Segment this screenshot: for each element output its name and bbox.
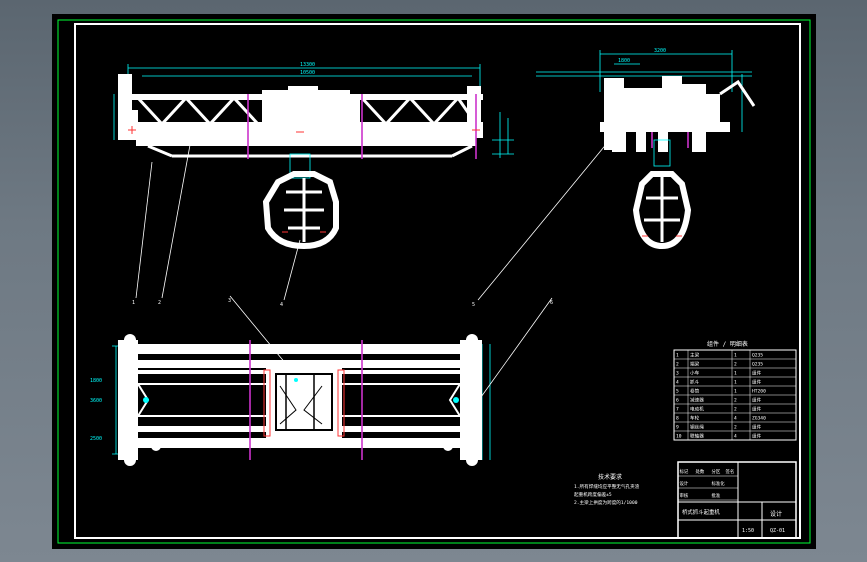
parts-table-cell: 联轴器 — [690, 433, 704, 440]
title-block-drawing-no: QZ-01 — [770, 528, 785, 534]
parts-table-cell: 组件 — [752, 397, 762, 404]
plan-hub-left — [143, 397, 149, 403]
parts-table-cell: 2 — [734, 425, 737, 431]
front-grab-bucket — [262, 153, 339, 250]
title-block-scale: 1:50 — [742, 528, 754, 534]
plan-hub-right — [453, 397, 459, 403]
parts-table-cell: Q235 — [752, 353, 763, 359]
title-block-cell: 标准化 — [712, 480, 726, 487]
parts-table-cell: 减速器 — [690, 397, 704, 404]
callout-2: 2 — [158, 300, 161, 306]
title-block-cell: 设计 — [680, 480, 689, 487]
parts-table-cell: 1 — [734, 389, 737, 395]
callout-1: 1 — [132, 300, 135, 306]
parts-table-cell: 2 — [734, 398, 737, 404]
parts-table-cell: 小车 — [690, 370, 700, 377]
dim-plan-height: 3600 — [90, 398, 102, 404]
dim-side-overall: 3200 — [654, 48, 666, 54]
outer-border — [57, 19, 811, 544]
side-dimensions — [536, 50, 752, 132]
cad-drawing: 13300 10500 — [57, 19, 811, 544]
tech-notes-title: 技术要求 — [598, 473, 622, 481]
parts-table-cell: ZG340 — [752, 416, 766, 422]
parts-table-cell: 9 — [676, 425, 679, 431]
parts-table-cell: 组件 — [752, 406, 762, 413]
callout-4: 4 — [280, 302, 283, 308]
title-block-company: 设计 — [770, 510, 782, 518]
dim-front-span: 10500 — [300, 70, 315, 76]
plan-wheels — [124, 334, 478, 466]
dim-plan-left-b: 2500 — [90, 436, 102, 442]
title-block-cell: 审核 — [680, 492, 689, 499]
title-block-cell: 标记 — [680, 468, 689, 475]
parts-table-cell: 主梁 — [690, 352, 700, 359]
parts-table-cell: 组件 — [752, 379, 762, 386]
parts-table-cell: 组件 — [752, 424, 762, 431]
plan-centerlines — [249, 340, 363, 460]
title-block-cell: 处数 — [696, 468, 705, 475]
parts-table-cell: 抓斗 — [690, 379, 700, 386]
plan-trolley — [263, 366, 345, 438]
leader-lines — [135, 133, 609, 419]
parts-table-cell: 8 — [676, 416, 679, 422]
front-girder — [118, 74, 483, 146]
tech-notes: 技术要求 1.所有焊缝均应平整无气孔夹渣 起重机跨度偏差±5 2.主梁上拱度为跨… — [574, 473, 640, 506]
parts-table-cell: 1 — [676, 353, 679, 359]
parts-table-cell: 车轮 — [690, 415, 700, 422]
drawing-frame — [74, 23, 801, 539]
parts-table-cell: 端梁 — [690, 361, 700, 368]
side-trolley — [600, 76, 730, 152]
parts-table-cell: 钢丝绳 — [690, 424, 704, 431]
parts-table-cell: 2 — [734, 362, 737, 368]
title-block-title: 桥式抓斗起重机 — [682, 508, 720, 516]
parts-table-cell: 2 — [676, 362, 679, 368]
callout-3: 3 — [228, 298, 231, 304]
title-block-rows: 标记处数分区签名设计 标准化审核 批准 — [678, 468, 738, 501]
parts-table-cell: 组件 — [752, 433, 762, 440]
callout-5: 5 — [472, 302, 475, 308]
side-view: 3200 1800 — [536, 48, 756, 250]
front-view: 13300 10500 — [113, 62, 514, 250]
parts-table-cell: 卷筒 — [690, 388, 700, 395]
side-arm — [719, 79, 756, 107]
front-truss — [136, 95, 478, 158]
parts-table-cell: 1 — [734, 353, 737, 359]
parts-table-cell: 10 — [676, 434, 682, 440]
dim-front-overall: 13300 — [300, 62, 315, 68]
front-detail-marks — [128, 126, 480, 134]
tech-note-line-3: 2.主梁上拱度为跨度的1/1000 — [574, 499, 638, 506]
parts-table-cell: 1 — [734, 371, 737, 377]
title-block: 标记处数分区签名设计 标准化审核 批准 设计 桥式抓斗起重机 1:50 QZ-01 — [677, 461, 797, 539]
parts-table-cell: HT200 — [752, 389, 766, 395]
front-centerlines — [247, 94, 477, 159]
dim-plan-left-a: 1800 — [90, 378, 102, 384]
title-block-cell: 批准 — [712, 492, 721, 499]
parts-table-cell: 组件 — [752, 370, 762, 377]
parts-table-cell: 4 — [734, 434, 737, 440]
parts-table-cell: 电动机 — [690, 406, 704, 413]
callout-labels: 1 2 3 4 5 6 — [132, 298, 553, 308]
parts-table-cell: 1 — [734, 380, 737, 386]
tech-note-line-1: 1.所有焊缝均应平整无气孔夹渣 — [574, 483, 640, 490]
parts-table-cell: 5 — [676, 389, 679, 395]
title-block-cell: 签名 — [726, 468, 735, 475]
dim-side-inner: 1800 — [618, 58, 630, 64]
plan-view: 3600 1800 2500 — [90, 334, 491, 466]
parts-table-cell: 4 — [734, 416, 737, 422]
parts-table-cell: Q235 — [752, 362, 763, 368]
parts-table-title: 组件 / 明细表 — [707, 340, 748, 348]
drawing-sheet: 13300 10500 — [52, 14, 816, 549]
tech-note-line-2: 起重机跨度偏差±5 — [574, 491, 612, 498]
parts-table-cell: 2 — [734, 407, 737, 413]
parts-table-cell: 6 — [676, 398, 679, 404]
parts-table-cell: 4 — [676, 380, 679, 386]
callout-6: 6 — [550, 300, 553, 306]
parts-table-cell: 7 — [676, 407, 679, 413]
title-block-cell: 分区 — [712, 468, 721, 475]
side-grab-bucket — [632, 139, 692, 250]
parts-table-cell: 3 — [676, 371, 679, 377]
